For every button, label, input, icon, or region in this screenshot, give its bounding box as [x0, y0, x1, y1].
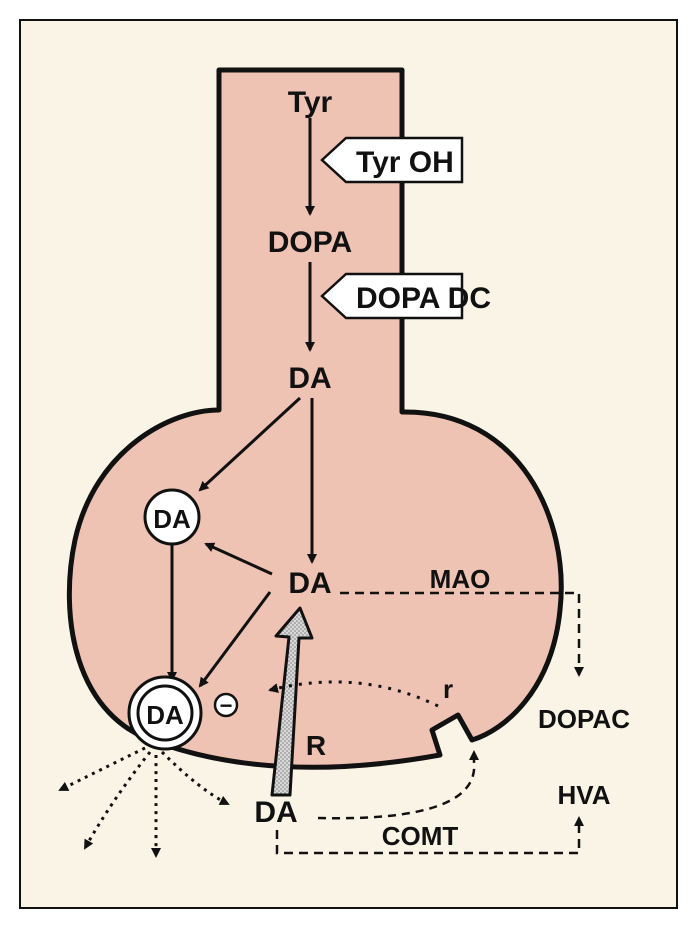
storage-vesicle	[143, 488, 201, 546]
mao-label: MAO	[430, 564, 491, 594]
reuptake-arrow	[270, 606, 314, 797]
autoreceptor-feedback-arrow	[268, 680, 439, 708]
mao-to-dopac-arrow	[340, 591, 584, 677]
dopa-label: DOPA	[268, 226, 352, 259]
tyr-label: Tyr	[288, 86, 333, 119]
inhibition-sign: −	[220, 693, 233, 718]
tyr-oh-label: Tyr OH	[356, 146, 454, 179]
da-cytosol-label: DA	[288, 362, 331, 395]
da-fused-vesicle-label: DA	[146, 700, 184, 730]
synaptic-da-to-autoreceptor-arrow	[317, 750, 479, 820]
da-release-site-label: DA	[288, 567, 331, 600]
release-site-to-vesicle-arrow	[204, 542, 273, 576]
release-arrows	[58, 746, 230, 858]
reuptake-r-label: R	[306, 730, 326, 761]
release-site-to-fusion-arrow	[198, 591, 272, 688]
dopa-dc-label: DOPA DC	[356, 282, 491, 315]
dopa-dc-tag	[320, 272, 464, 320]
comt-to-hva-arrow	[275, 816, 584, 855]
dopac-label: DOPAC	[538, 704, 630, 734]
da-vesicle-label: DA	[153, 504, 191, 534]
inhibition-circle	[213, 692, 239, 718]
da-synapse-label: DA	[254, 796, 297, 829]
fused-vesicle-inner	[136, 684, 194, 742]
autoreceptor-r-label: r	[443, 674, 453, 704]
tyr-oh-tag	[320, 136, 464, 184]
hva-label: HVA	[558, 780, 611, 810]
comt-label: COMT	[382, 821, 459, 851]
da-to-vesicle-arrow	[198, 396, 302, 492]
